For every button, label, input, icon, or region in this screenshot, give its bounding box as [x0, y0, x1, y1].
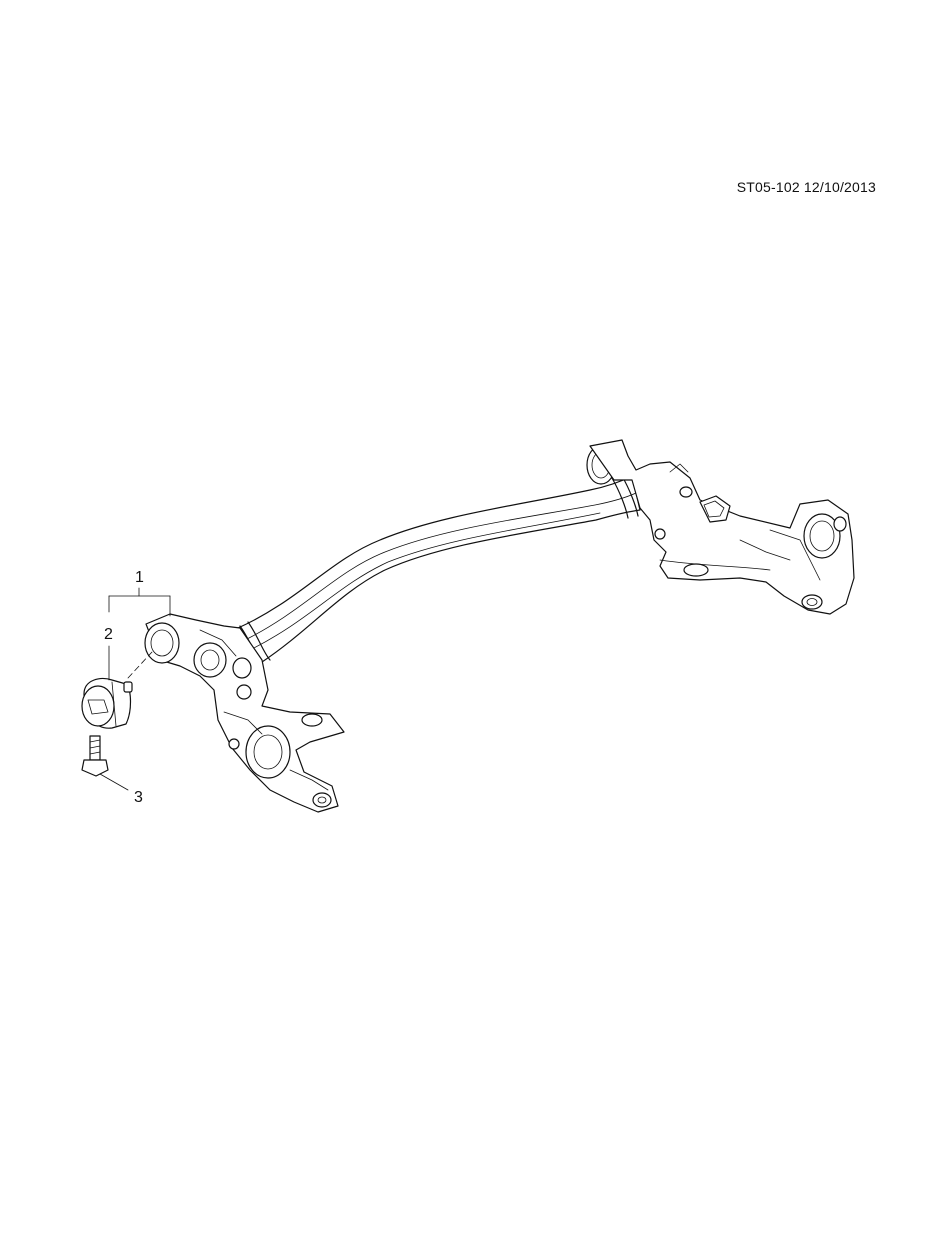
stabilizer-bar [237, 475, 641, 665]
callout-1: 1 [135, 569, 144, 586]
explode-line [127, 651, 153, 679]
callout-3: 3 [134, 789, 143, 806]
mounting-bolt [81, 735, 109, 777]
left-stabilizer-link-bracket [144, 613, 345, 813]
right-stabilizer-link-bracket [586, 439, 855, 615]
callout-2: 2 [104, 626, 113, 643]
callout-leaders [99, 587, 171, 791]
stabilizer-bushing [81, 677, 133, 729]
drawing-reference-code: ST05-102 12/10/2013 [736, 179, 876, 195]
